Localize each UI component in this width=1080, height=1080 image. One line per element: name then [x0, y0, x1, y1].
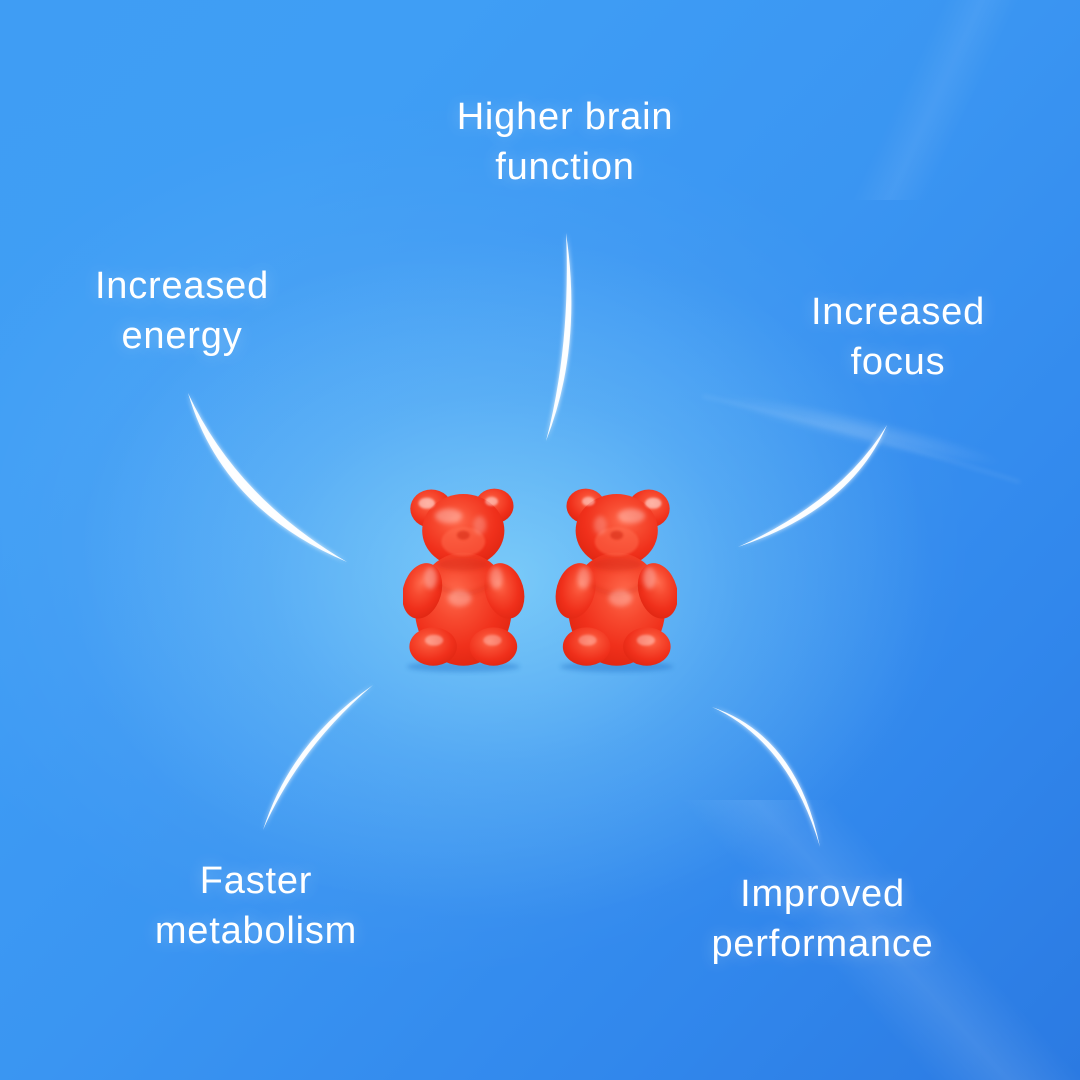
swoosh-upper-left-icon	[188, 393, 347, 562]
gummy-bear-right	[549, 489, 677, 666]
benefit-label-increased-energy: Increased energy	[32, 261, 332, 361]
swoosh-upper-right-icon	[738, 425, 887, 547]
swoosh-top-icon	[546, 233, 572, 441]
swoosh-lower-left-icon	[263, 685, 373, 830]
benefit-line1: Improved	[740, 873, 905, 915]
swoosh-lower-right-icon	[712, 707, 820, 847]
benefit-line1: Higher brain	[456, 96, 674, 138]
benefit-label-higher-brain-function: Higher brain function	[365, 92, 765, 192]
benefit-line2: function	[495, 146, 635, 188]
gummy-bear-left	[403, 489, 531, 666]
benefit-line1: Increased	[94, 265, 270, 307]
benefit-line2: performance	[711, 923, 934, 965]
hairline-flare-icon	[702, 395, 1021, 483]
benefit-line2: energy	[121, 315, 243, 357]
gummy-bears-image	[403, 482, 677, 673]
benefit-label-increased-focus: Increased focus	[748, 287, 1048, 387]
benefit-line2: focus	[850, 341, 946, 383]
benefit-label-improved-performance: Improved performance	[650, 869, 995, 969]
benefit-label-faster-metabolism: Faster metabolism	[106, 856, 406, 956]
benefit-line1: Faster	[199, 860, 313, 902]
benefit-line2: metabolism	[154, 910, 358, 952]
benefit-line1: Increased	[810, 291, 986, 333]
